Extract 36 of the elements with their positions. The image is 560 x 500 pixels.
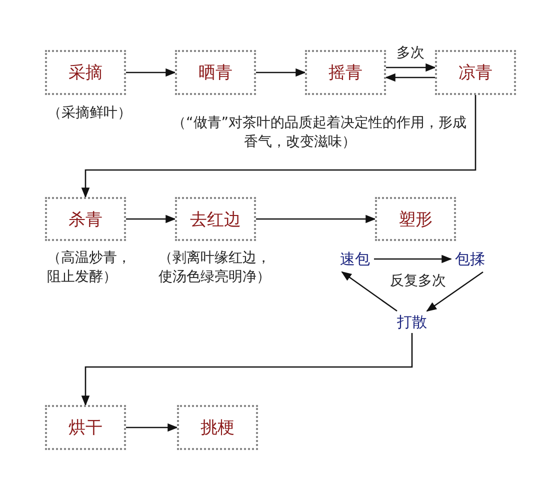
step-note: （采摘鲜叶） <box>46 104 132 123</box>
arrow <box>126 423 178 432</box>
process-box <box>45 405 126 450</box>
arrow <box>126 214 176 224</box>
edge-label: 多次 <box>394 44 426 62</box>
note-text: 反复多次 <box>389 272 447 291</box>
step-label: 杀青 <box>68 208 102 230</box>
step-label: 包揉 <box>451 248 489 270</box>
arrow <box>384 73 435 82</box>
arrow <box>81 95 476 198</box>
arrow <box>341 271 398 312</box>
step-note: （高温炒青，阻止发酵） <box>47 249 132 287</box>
arrow <box>426 271 484 312</box>
process-box <box>375 197 456 241</box>
step-label: 打散 <box>393 311 431 333</box>
step-label: 凉青 <box>458 62 492 84</box>
process-box <box>435 50 516 95</box>
note-text: （“做青”对茶叶的品质起着决定性的作用，形成香气，改变滋味） <box>172 114 468 152</box>
process-box <box>175 50 256 95</box>
arrow <box>126 68 176 77</box>
step-label: 采摘 <box>68 62 102 84</box>
process-box <box>177 405 258 450</box>
step-label: 速包 <box>336 248 374 270</box>
arrow <box>374 254 452 264</box>
step-note: （剥离叶缘红边，使汤色绿亮明净） <box>158 249 272 287</box>
step-label: 挑梗 <box>200 417 234 439</box>
arrow <box>386 63 436 72</box>
step-label: 塑形 <box>398 208 432 230</box>
step-label: 晒青 <box>198 62 232 84</box>
step-label: 摇青 <box>328 62 362 84</box>
arrow <box>81 333 413 406</box>
step-label: 烘干 <box>68 417 102 439</box>
arrow <box>256 68 306 77</box>
process-box <box>305 50 386 95</box>
arrow <box>256 214 376 224</box>
step-label: 去红边 <box>190 208 241 230</box>
